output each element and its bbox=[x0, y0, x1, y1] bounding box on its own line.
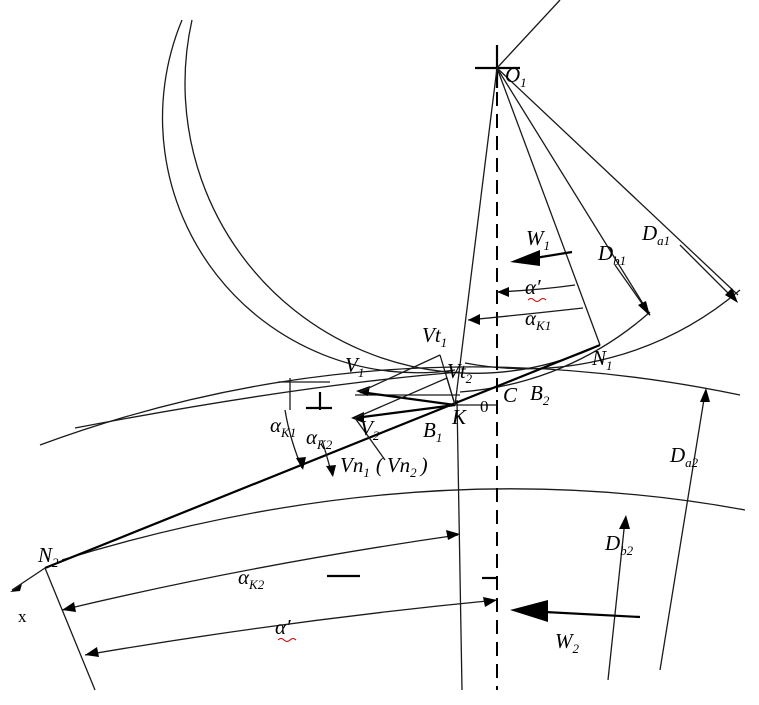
label-k: K bbox=[451, 405, 467, 429]
alpha-prime-top-arrow bbox=[497, 287, 509, 297]
alpha-prime-arc-bottom bbox=[84, 599, 498, 656]
da2-dim-line bbox=[659, 392, 706, 671]
v1-vector bbox=[359, 390, 456, 407]
label-c: C bbox=[503, 383, 518, 407]
db2-arrowhead-top bbox=[619, 515, 630, 529]
alpha-prime-bottom-arrow-left bbox=[85, 647, 99, 657]
label-da1: Da1 bbox=[641, 221, 670, 248]
vt-parallel-line bbox=[359, 354, 441, 393]
radial-upper-right bbox=[496, 0, 561, 69]
label-alpha-k2-bottom: αK2 bbox=[238, 565, 265, 592]
label-w2: W2 bbox=[555, 629, 580, 656]
da1-dim-line bbox=[679, 244, 736, 301]
vt2-vector bbox=[446, 377, 456, 406]
w1-arrowhead bbox=[510, 250, 540, 266]
gear1-base-circle-arc bbox=[184, 19, 601, 374]
label-b1: B1 bbox=[423, 418, 442, 445]
n2-down-line bbox=[44, 567, 96, 691]
gear1-root-circle bbox=[161, 19, 456, 374]
w2-arrow-line bbox=[544, 610, 641, 619]
label-n1: N1 bbox=[591, 346, 613, 373]
label-o1: O1 bbox=[505, 63, 527, 90]
radial-down-long bbox=[456, 399, 463, 691]
label-b2: B2 bbox=[530, 381, 550, 408]
x-arrowhead bbox=[10, 584, 22, 592]
label-w1: W1 bbox=[526, 226, 550, 253]
label-alpha-k1-top: αK1 bbox=[525, 306, 551, 333]
gear2-addendum-circle-arc bbox=[39, 366, 741, 446]
v2-vector bbox=[354, 403, 456, 420]
db2-dim-line bbox=[607, 519, 626, 681]
alpha-k2-bottom-arrow-left bbox=[62, 602, 76, 612]
label-vt2: Vt2 bbox=[447, 359, 473, 386]
radial-to-da1 bbox=[496, 67, 739, 296]
da1-arrowhead bbox=[725, 288, 738, 303]
alpha-k2-arc-bottom bbox=[61, 534, 459, 611]
label-x: x bbox=[18, 607, 27, 626]
da2-arrowhead-top bbox=[700, 388, 710, 402]
label-da2: Da2 bbox=[669, 443, 699, 470]
db1-arrowhead bbox=[638, 301, 650, 316]
line-of-action-extension bbox=[11, 567, 46, 591]
w2-arrowhead bbox=[510, 600, 548, 622]
gear2-root-circle-arc bbox=[74, 371, 461, 429]
label-zero: 0 bbox=[480, 397, 489, 416]
alpha-k2-left-arrow bbox=[326, 465, 336, 477]
vt2-parallel-line bbox=[354, 377, 448, 419]
label-alpha-prime-bottom: α′ bbox=[275, 615, 291, 639]
radial-to-db1 bbox=[496, 67, 651, 316]
gear1-inner-arc bbox=[459, 311, 651, 393]
radial-to-k bbox=[454, 67, 498, 406]
label-vt1: Vt1 bbox=[422, 323, 447, 350]
label-alpha-k1-left: αK1 bbox=[270, 413, 296, 440]
label-alpha-prime-top: α′ bbox=[525, 275, 541, 299]
alpha-prime-bottom-arrow-right bbox=[483, 597, 497, 607]
alpha-k2-bottom-arrow-right bbox=[446, 530, 460, 540]
radial-to-n1 bbox=[496, 67, 601, 346]
label-v1: V1 bbox=[345, 353, 364, 380]
alpha-k1-top-arrow bbox=[468, 314, 480, 325]
label-alpha-k2-left: αK2 bbox=[306, 425, 333, 452]
w1-arrow-line bbox=[534, 250, 573, 260]
gear2-base-circle-arc bbox=[61, 488, 746, 561]
alpha-k1-left-arrow bbox=[296, 457, 306, 470]
label-db2: Db2 bbox=[604, 531, 634, 558]
label-n2: N2 bbox=[37, 543, 59, 570]
label-db1: Db1 bbox=[597, 241, 626, 268]
label-v2: V2 bbox=[360, 416, 380, 443]
line-of-action bbox=[44, 343, 601, 570]
alpha-prime-bottom-squiggle bbox=[277, 638, 297, 642]
label-vn: Vn1(Vn2) bbox=[340, 453, 428, 480]
v2-tail-line bbox=[354, 417, 386, 461]
alpha-prime-top-squiggle bbox=[527, 298, 547, 302]
